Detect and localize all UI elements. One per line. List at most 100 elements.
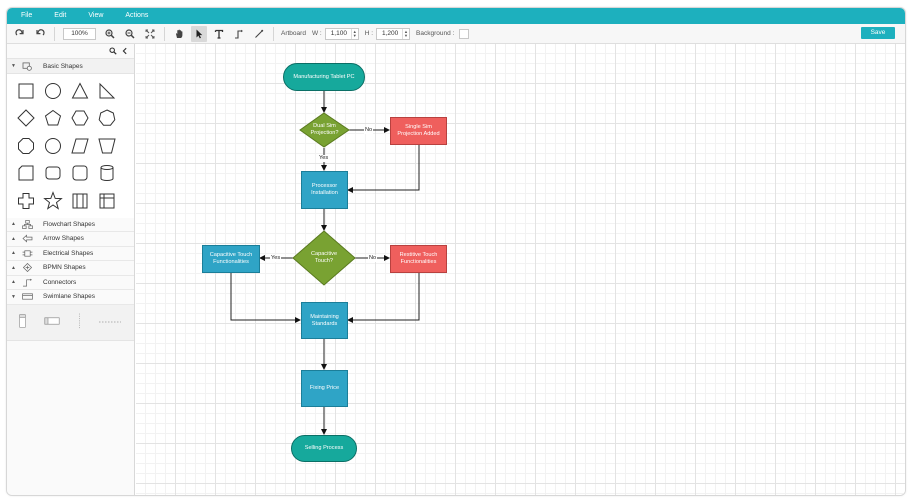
- pentagon-shape[interactable]: [39, 105, 66, 133]
- connectors-icon: [21, 277, 33, 287]
- orthogonal-connector-icon[interactable]: [231, 26, 247, 42]
- internal-storage-shape[interactable]: [93, 187, 120, 215]
- palette-label: Basic Shapes: [43, 62, 83, 70]
- straight-connector-icon[interactable]: [251, 26, 267, 42]
- height-input[interactable]: 1,200 ▲▼: [376, 27, 410, 40]
- ellipse-shape[interactable]: [39, 77, 66, 105]
- toolbar-divider: [54, 26, 55, 41]
- width-label: W :: [311, 30, 322, 37]
- edge-label-no: No: [364, 127, 374, 134]
- height-value: 1,200: [382, 30, 399, 37]
- cylinder-shape[interactable]: [93, 160, 120, 188]
- dual-sim-decision-label[interactable]: Dual Sim Projection?: [310, 123, 339, 136]
- column-shape[interactable]: [66, 187, 93, 215]
- menu-actions[interactable]: Actions: [125, 12, 149, 19]
- maintaining-node[interactable]: Maintaining Standards: [301, 302, 348, 339]
- zoom-in-icon[interactable]: [102, 26, 118, 42]
- swimlane-shapes-icon: [21, 292, 33, 302]
- pan-hand-icon[interactable]: [171, 26, 187, 42]
- menu-bar: File Edit View Actions: [7, 8, 905, 24]
- right-triangle-shape[interactable]: [93, 77, 120, 105]
- flowchart-shapes-icon: [21, 219, 33, 229]
- expand-arrow-icon: ▼: [11, 293, 16, 300]
- parallelogram-shape[interactable]: [66, 132, 93, 160]
- artboard-label: Artboard: [281, 30, 306, 37]
- palette-toolbar: [7, 44, 134, 58]
- collapse-arrow-icon: ▲: [11, 250, 16, 257]
- palette-label: Swimlane Shapes: [43, 293, 96, 301]
- vertical-phase-shape[interactable]: [78, 311, 81, 333]
- select-pointer-icon[interactable]: [191, 25, 207, 42]
- capacitive-func-node[interactable]: Capacitive Touch Functionalities: [202, 245, 260, 273]
- palette-header-swimlane-shapes[interactable]: ▼ Swimlane Shapes: [7, 290, 134, 305]
- collapse-arrow-icon: ▲: [11, 235, 16, 242]
- vertical-swimlane-shape[interactable]: [19, 313, 26, 331]
- capacitive-decision-label[interactable]: Capacitive Touch?: [310, 251, 338, 264]
- trapezoid-shape[interactable]: [93, 132, 120, 160]
- bpmn-shapes-icon: [21, 263, 33, 273]
- heptagon-shape[interactable]: [93, 105, 120, 133]
- menu-edit[interactable]: Edit: [54, 12, 67, 19]
- menu-view[interactable]: View: [88, 12, 104, 19]
- redo-icon[interactable]: [12, 26, 28, 42]
- horizontal-swimlane-shape[interactable]: [44, 317, 60, 327]
- hexagon-shape[interactable]: [66, 105, 93, 133]
- start-node[interactable]: Manufacturing Tablet PC: [283, 63, 365, 91]
- width-spinner[interactable]: ▲▼: [350, 28, 358, 39]
- zoom-level-input[interactable]: 100%: [63, 27, 96, 40]
- octagon-shape[interactable]: [12, 132, 39, 160]
- processor-node[interactable]: Processor Installation: [301, 171, 348, 209]
- collapse-panel-icon[interactable]: [119, 45, 131, 57]
- triangle-shape[interactable]: [66, 77, 93, 105]
- collapse-arrow-icon: ▲: [11, 264, 16, 271]
- plus-shape[interactable]: [12, 187, 39, 215]
- palette-header-electrical-shapes[interactable]: ▲ Electrical Shapes: [7, 246, 134, 261]
- decision-dual-sim-shape: [299, 112, 350, 148]
- rounded-square-shape[interactable]: [66, 160, 93, 188]
- palette-header-arrow-shapes[interactable]: ▲ Arrow Shapes: [7, 232, 134, 247]
- background-label: Background :: [416, 30, 455, 37]
- selling-node[interactable]: Selling Process: [291, 435, 357, 462]
- palette-label: Arrow Shapes: [43, 235, 84, 243]
- diagram-canvas[interactable]: Manufacturing Tablet PC Dual Sim Project…: [136, 44, 905, 495]
- palette-label: Flowchart Shapes: [43, 220, 96, 228]
- diagram-builder-window: File Edit View Actions 100%: [6, 7, 906, 496]
- search-icon[interactable]: [107, 45, 119, 57]
- rounded-rectangle-shape[interactable]: [39, 160, 66, 188]
- background-color-picker[interactable]: [459, 28, 470, 39]
- star-shape[interactable]: [39, 187, 66, 215]
- collapse-arrow-icon: ▲: [11, 221, 16, 228]
- menu-file[interactable]: File: [21, 12, 33, 19]
- save-button[interactable]: Save: [861, 27, 895, 39]
- resistive-func-node[interactable]: Restitive Touch Functionalities: [390, 245, 447, 273]
- palette-header-connectors[interactable]: ▲ Connectors: [7, 275, 134, 290]
- undo-icon[interactable]: [32, 26, 48, 42]
- horizontal-phase-shape[interactable]: [99, 319, 121, 326]
- width-input[interactable]: 1,100 ▲▼: [324, 27, 359, 40]
- toolbar-divider: [164, 26, 165, 41]
- zoom-out-icon[interactable]: [122, 26, 138, 42]
- height-spinner[interactable]: ▲▼: [402, 28, 409, 39]
- electrical-shapes-icon: [21, 248, 33, 258]
- palette-header-bpmn-shapes[interactable]: ▲ BPMN Shapes: [7, 261, 134, 276]
- single-sim-node[interactable]: Single Sim Projection Added: [390, 117, 447, 145]
- connector-single-to-processor: [347, 145, 420, 193]
- text-tool-icon[interactable]: [211, 26, 227, 42]
- palette-label: BPMN Shapes: [43, 264, 86, 272]
- decagon-shape[interactable]: [39, 132, 66, 160]
- toolbar: 100% Artboard W : 1,100 ▲▼: [7, 24, 905, 44]
- diamond-shape[interactable]: [12, 105, 39, 133]
- symbol-palette: ▼ Basic Shapes: [7, 44, 135, 495]
- plus-shape-frame[interactable]: [12, 160, 39, 188]
- fit-to-page-icon[interactable]: [142, 26, 158, 42]
- decision-capacitive-shape: [292, 230, 356, 286]
- edge-label-yes: Yes: [318, 155, 330, 162]
- basic-shapes-icon: [21, 61, 33, 71]
- palette-header-flowchart-shapes[interactable]: ▲ Flowchart Shapes: [7, 217, 134, 232]
- fixing-price-node[interactable]: Fixing Price: [301, 370, 348, 407]
- palette-label: Connectors: [43, 278, 77, 286]
- toolbar-divider: [273, 26, 274, 41]
- palette-header-basic-shapes[interactable]: ▼ Basic Shapes: [7, 58, 134, 74]
- rectangle-shape[interactable]: [12, 77, 39, 105]
- width-value: 1,100: [330, 30, 347, 37]
